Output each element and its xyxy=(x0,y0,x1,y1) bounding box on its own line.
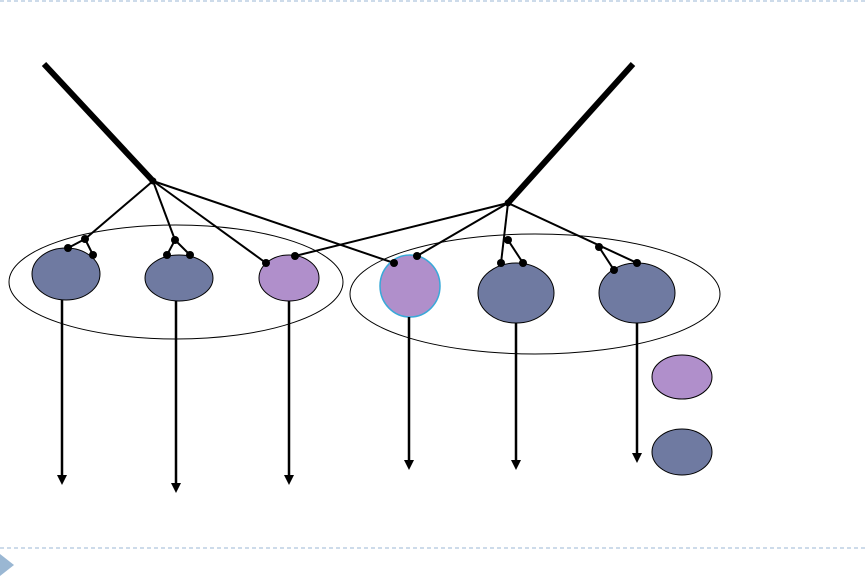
right-group-ellipse xyxy=(349,233,721,355)
synapse-dot xyxy=(81,235,89,243)
connection-line xyxy=(416,202,509,257)
synapse-dot xyxy=(186,251,194,259)
synapse-dot xyxy=(519,259,527,267)
connection-line xyxy=(507,202,638,264)
connection-line xyxy=(84,180,154,240)
synapse-dot xyxy=(413,252,421,260)
connection-line xyxy=(152,180,395,264)
connection-line xyxy=(294,202,509,257)
neuron-blue xyxy=(144,254,214,302)
synapse-dot xyxy=(633,259,641,267)
synapse-dot xyxy=(89,251,97,259)
connection-line xyxy=(507,239,524,264)
synapse-dot xyxy=(262,259,270,267)
synapse-dot xyxy=(504,236,512,244)
connection-line xyxy=(500,202,509,264)
synapse-dot xyxy=(171,236,179,244)
neuron-blue xyxy=(598,262,676,324)
connection-line xyxy=(598,246,615,271)
legend-swatch-blue xyxy=(651,428,713,476)
input-fiber-right xyxy=(505,61,636,206)
synapse-dot xyxy=(291,252,299,260)
connection-line xyxy=(152,180,267,264)
input-fiber-left xyxy=(41,61,156,184)
synapse-dot xyxy=(610,266,618,274)
synapse-dot xyxy=(595,243,603,251)
legend-swatch-purple xyxy=(651,354,713,400)
synapse-dot xyxy=(149,177,157,185)
synapse-dot xyxy=(390,259,398,267)
synapse-dot xyxy=(64,244,72,252)
synapse-dot xyxy=(504,199,512,207)
synapse-dot xyxy=(497,259,505,267)
neuron-purple-highlighted xyxy=(379,254,441,318)
triangle-right-icon[interactable] xyxy=(0,554,14,576)
connection-line xyxy=(152,180,176,241)
synapse-dot xyxy=(163,251,171,259)
neuron-blue xyxy=(477,262,555,324)
